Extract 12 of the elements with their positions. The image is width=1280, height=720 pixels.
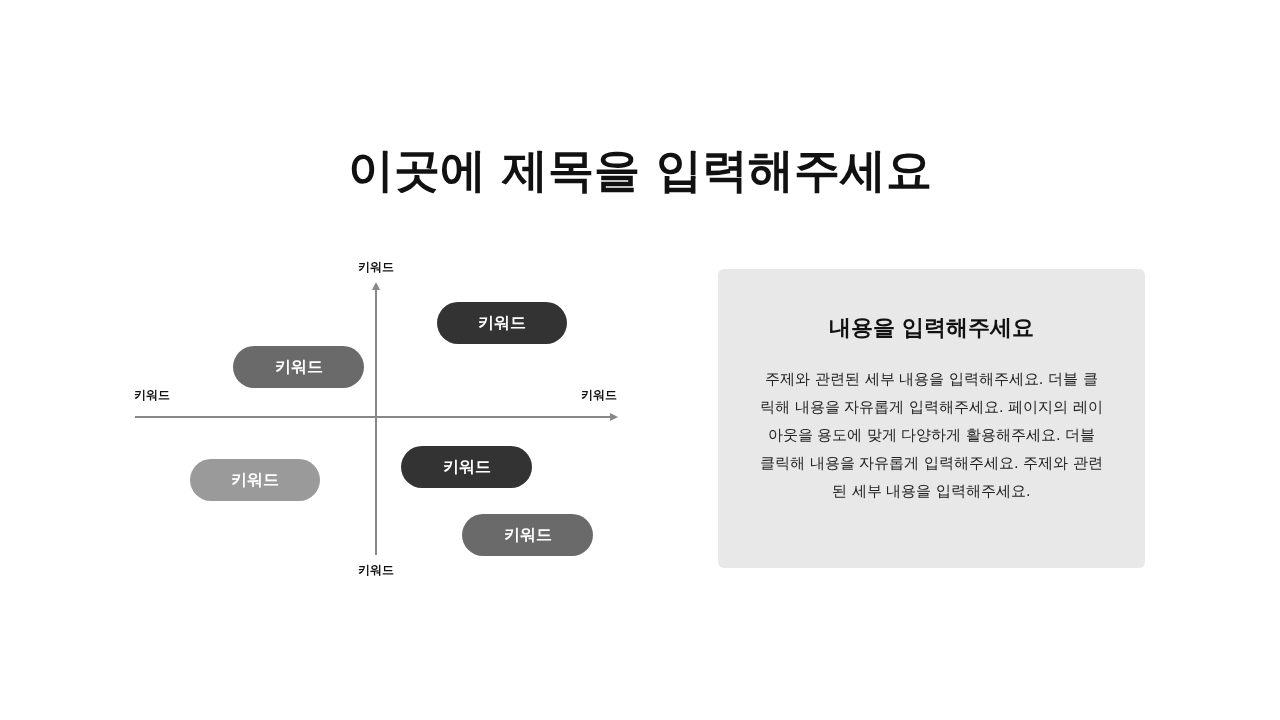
keyword-pill: 키워드 — [437, 302, 567, 344]
title: 이곳에 제목을 입력해주세요 — [347, 142, 933, 199]
keyword-pill: 키워드 — [462, 514, 593, 556]
card-heading: 내용을 입력해주세요 — [828, 314, 1035, 342]
keyword-pill: 키워드 — [401, 446, 532, 488]
card-body-text: 주제와 관련된 세부 내용을 입력해주세요. 더블 클릭해 내용을 자유롭게 입력해주세요. 페이지의 레이아웃을 용도에 맞게 다양하게 활용해주세요. 더블 클릭해 내용을 자유롭게 입력해주세요. 주제와 관련된 세부 내용을 입력해주세요. — [759, 370, 1104, 501]
keyword-pill: 키워드 — [190, 459, 320, 501]
axis-label: 키워드 — [358, 561, 394, 579]
axis-label: 키워드 — [581, 386, 617, 404]
axis-label: 키워드 — [358, 258, 394, 276]
axis-label: 키워드 — [134, 386, 170, 404]
keyword-pill: 키워드 — [233, 346, 364, 388]
